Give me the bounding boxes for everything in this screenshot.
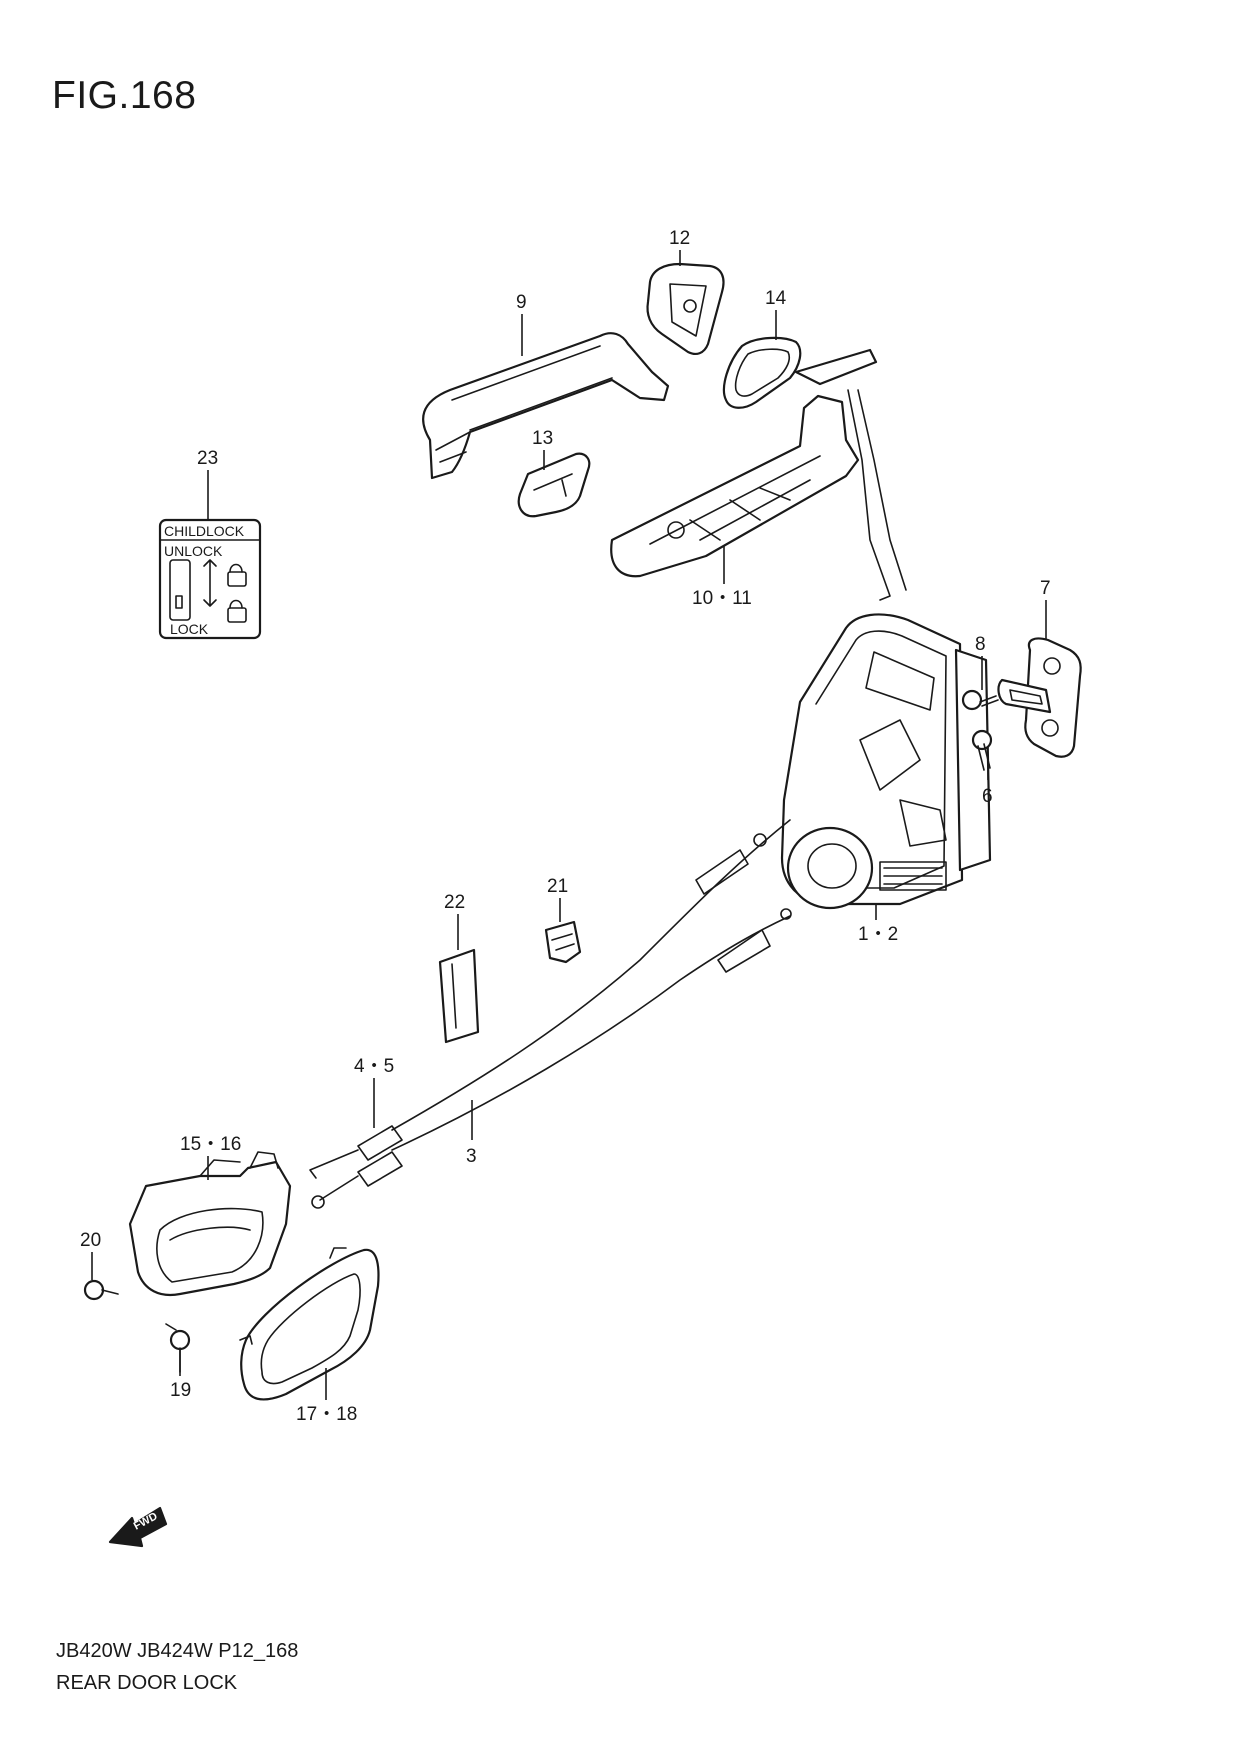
callout-23: 23 (197, 448, 218, 469)
callout-7: 7 (1040, 578, 1051, 599)
handle-bezel-part-17-18[interactable] (239, 1247, 380, 1401)
handle-gasket-part-14[interactable] (722, 336, 802, 409)
callout-21: 21 (547, 876, 568, 897)
callout-13: 13 (532, 428, 553, 449)
child-lock-label-part-23[interactable]: CHILDLOCK UNLOCK LOCK (158, 518, 262, 640)
pad-part-22[interactable] (438, 948, 480, 1044)
handle-frame-part-10-11[interactable] (610, 348, 907, 601)
callout-17: 17・18 (296, 1404, 357, 1425)
callout-22: 22 (444, 892, 465, 913)
outer-door-handle-part-9[interactable] (422, 332, 670, 480)
unlocked-padlock-icon (229, 563, 243, 573)
figure-model-code: JB420W JB424W P12_168 (56, 1640, 299, 1662)
label-unlock-text: UNLOCK (164, 543, 223, 559)
handle-cap-part-12[interactable] (646, 262, 725, 355)
callout-6: 6 (982, 786, 993, 807)
locked-padlock-icon (229, 599, 243, 609)
label-lock-text: LOCK (170, 621, 209, 637)
nut-part-20[interactable] (83, 1279, 119, 1301)
callout-10: 10・11 (692, 588, 752, 609)
figure-name: REAR DOOR LOCK (56, 1672, 238, 1694)
door-lock-actuator-part-1-2[interactable] (780, 613, 992, 910)
clip-part-21[interactable] (544, 920, 582, 964)
callout-9: 9 (516, 292, 527, 313)
fwd-direction-arrow-icon: FWD (108, 1506, 168, 1548)
callout-3: 3 (466, 1146, 477, 1167)
screw-part-19[interactable] (165, 1323, 191, 1373)
up-down-arrows-icon (203, 559, 217, 607)
callout-19: 19 (170, 1380, 191, 1401)
callout-12: 12 (669, 228, 690, 249)
callout-15: 15・16 (180, 1134, 241, 1155)
inner-door-handle-part-15-16[interactable] (128, 1151, 292, 1297)
screw-part-8[interactable] (961, 689, 999, 711)
figure-title: FIG.168 (52, 74, 197, 117)
label-childlock-text: CHILDLOCK (164, 523, 245, 539)
small-gasket-part-13[interactable] (517, 452, 591, 518)
callout-1: 1・2 (858, 924, 898, 945)
door-striker-part-7[interactable] (997, 637, 1082, 758)
screw-part-6[interactable] (971, 729, 993, 771)
callout-14: 14 (765, 288, 787, 309)
callout-4: 4・5 (354, 1056, 394, 1077)
callout-20: 20 (80, 1230, 101, 1251)
callout-8: 8 (975, 634, 986, 655)
